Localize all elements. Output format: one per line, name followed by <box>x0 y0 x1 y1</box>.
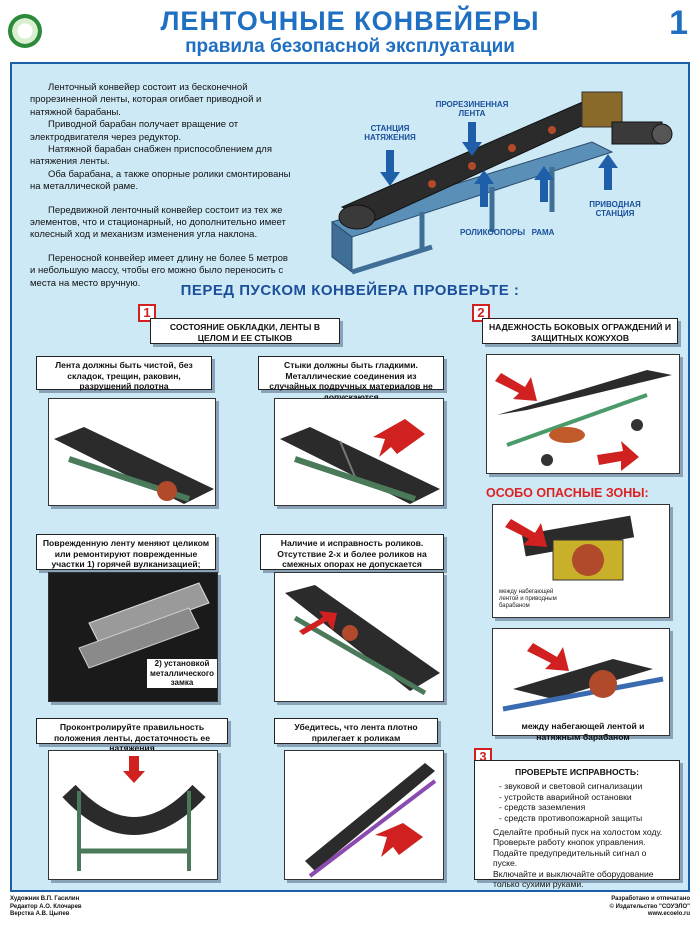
danger-zones-title: ОСОБО ОПАСНЫЕ ЗОНЫ: <box>486 486 649 500</box>
sheet-number: 1 <box>669 4 688 42</box>
drive-drum-drawing <box>505 515 635 581</box>
red-arrow-icon <box>299 611 337 635</box>
joints-illustration <box>274 398 444 506</box>
mobile-conveyor-drawing <box>495 370 672 471</box>
red-arrow-icon <box>495 373 537 401</box>
trough-drawing <box>62 756 206 871</box>
intro-paragraph: Переносной конвейер имеет длину не более… <box>30 252 288 289</box>
instruction-line: только сухими руками. <box>493 879 584 890</box>
drive-drum-zone-illustration: между набегающей лентой и приводным бара… <box>492 504 670 618</box>
intro-paragraph: Передвижной ленточный конвейер состоит и… <box>30 204 286 241</box>
metal-lock-caption: 2) установкой металлического замка <box>147 659 217 688</box>
intro-paragraph: Приводной барабан получает вращение от э… <box>30 119 239 143</box>
joint-drawing <box>280 419 440 504</box>
red-arrow-icon <box>597 441 639 471</box>
block3-items: - звуковой и световой сигнализации - уст… <box>499 781 671 823</box>
intro-paragraph: Натяжной барабан снабжен приспособлением… <box>30 144 272 168</box>
intro-text: Ленточный конвейер состоит из бесконечно… <box>30 82 294 290</box>
instruction-line: Включайте и выключайте оборудование <box>493 868 654 879</box>
checklist-item: - звуковой и световой сигнализации <box>499 781 643 792</box>
conveyor-drawing <box>330 91 673 275</box>
belt-position-note: Проконтролируйте правильность положения … <box>36 718 228 753</box>
poster-subtitle: правила безопасной эксплуатации <box>185 36 515 57</box>
poster-header: ЛЕНТОЧНЫЕ КОНВЕЙЕРЫ правила безопасной э… <box>0 0 700 62</box>
instruction-line: Сделайте пробный пуск на холостом ходу. <box>493 827 663 838</box>
block3-instructions: Сделайте пробный пуск на холостом ходу. … <box>493 827 671 889</box>
belt-contact-note: Убедитесь, что лента плотно прилегает к … <box>274 718 438 744</box>
label-belt: ПРОРЕЗИНЕННАЯ ЛЕНТА <box>435 100 509 118</box>
label-tension-station: СТАНЦИЯ НАТЯЖЕНИЯ <box>364 124 416 142</box>
inclined-conveyor-drawing <box>305 763 437 878</box>
roller-drawing <box>285 585 440 696</box>
belt-drawing <box>54 427 214 504</box>
checklist-item: - средств противопожарной защиты <box>499 812 643 823</box>
rollers-illustration <box>274 572 444 702</box>
red-arrow-icon <box>375 823 423 857</box>
label-rollers: РОЛИКООПОРЫ <box>460 228 526 237</box>
block1-number: 1 <box>138 304 156 322</box>
belt-clean-note: Лента должны быть чистой, без складок, т… <box>36 356 212 391</box>
publisher-info: Разработано и отпечатано © Издательство … <box>610 896 690 919</box>
tension-drum-zone-illustration <box>492 628 670 736</box>
publisher-logo-icon <box>8 14 42 48</box>
credit-line: Художник В.П. Гасилин <box>10 896 80 902</box>
intro-paragraph: Ленточный конвейер состоит из бесконечно… <box>30 82 262 118</box>
vulcanization-illustration: 2) установкой металлического замка <box>48 572 218 702</box>
checklist-item: - устройств аварийной остановки <box>499 791 632 802</box>
guards-illustration <box>486 354 680 474</box>
label-frame: РАМА <box>531 228 555 237</box>
credit-line: Редактор А.О. Клочарев <box>10 903 82 910</box>
intro-paragraph: Оба барабана, а также опорные ролики смо… <box>30 168 291 193</box>
block2-title: НАДЕЖНОСТЬ БОКОВЫХ ОГРАЖДЕНИЙ И ЗАЩИТНЫХ… <box>482 318 678 344</box>
tension-drum-zone-caption: между набегающей лентой и натяжным бараб… <box>521 721 645 742</box>
section-title: ПЕРЕД ПУСКОМ КОНВЕЙЕРА ПРОВЕРЬТЕ : <box>180 282 520 299</box>
red-arrow-icon <box>123 756 145 783</box>
block3-title: ПРОВЕРЬТЕ ИСПРАВНОСТЬ: <box>515 767 639 777</box>
publisher-line: © Издательство "СОУЭЛО" <box>609 903 690 910</box>
rollers-note: Наличие и исправность роликов. Отсутстви… <box>260 534 444 570</box>
belt-clean-illustration <box>48 398 216 506</box>
checklist-item: - средств заземления <box>499 802 586 813</box>
publisher-line: Разработано и отпечатано <box>611 896 690 902</box>
block2-number: 2 <box>472 304 490 322</box>
poster-title: ЛЕНТОЧНЫЕ КОНВЕЙЕРЫ <box>160 6 540 36</box>
belt-position-illustration <box>48 750 218 880</box>
credits: Художник В.П. Гасилин Редактор А.О. Клоч… <box>10 896 82 919</box>
content-panel: Ленточный конвейер состоит из бесконечно… <box>10 62 690 892</box>
red-arrow-icon <box>527 643 569 671</box>
metal-lock-drawing <box>78 582 210 669</box>
belt-contact-illustration <box>284 750 444 880</box>
red-arrow-icon <box>505 519 547 547</box>
red-arrow-icon <box>373 419 425 457</box>
label-drive-station: ПРИВОДНАЯ СТАНЦИЯ <box>589 200 641 218</box>
block1-title: СОСТОЯНИЕ ОБКЛАДКИ, ЛЕНТЫ В ЦЕЛОМ И ЕЕ С… <box>150 318 340 344</box>
drive-drum-zone-caption: между набегающей лентой и приводным бара… <box>499 589 557 609</box>
joints-smooth-note: Стыки должны быть гладкими. Металлически… <box>258 356 444 402</box>
repair-belt-note: Поврежденную ленту меняют целиком или ре… <box>36 534 216 570</box>
instruction-line: Подайте предупредительный сигнал о пуске… <box>493 847 647 869</box>
conveyor-illustration: СТАНЦИЯ НАТЯЖЕНИЯ ПРОРЕЗИНЕННАЯ ЛЕНТА РО… <box>312 72 684 277</box>
publisher-line: www.ecoelo.ru <box>647 911 690 917</box>
credit-line: Верстка А.В. Цыпев <box>10 911 70 917</box>
tension-drum-drawing <box>502 643 664 712</box>
instruction-line: Проверьте работу кнопок управления. <box>493 837 646 848</box>
block3-checklist: ПРОВЕРЬТЕ ИСПРАВНОСТЬ: - звуковой и свет… <box>474 760 680 889</box>
